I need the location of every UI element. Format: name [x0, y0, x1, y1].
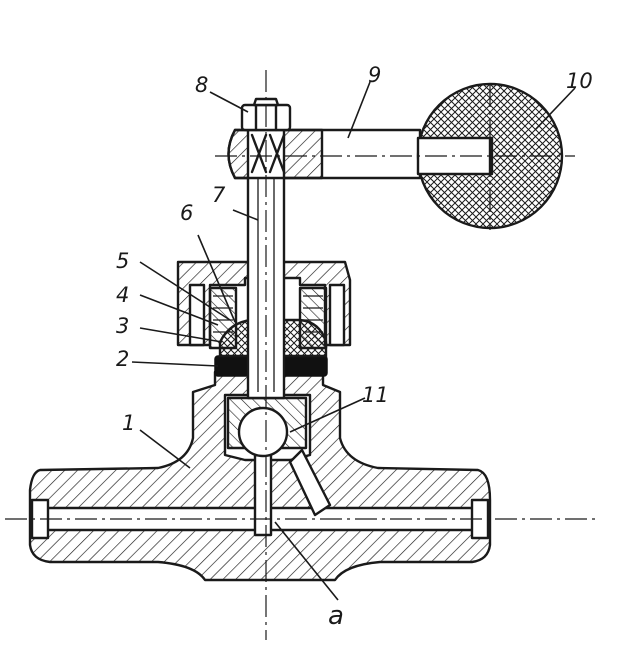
ball: [237, 406, 289, 458]
callout-5: 5: [116, 249, 129, 273]
callout-3: 3: [116, 314, 129, 338]
ball-seat: [226, 396, 308, 458]
callout-6: 6: [180, 201, 193, 225]
callout-10: 10: [566, 69, 593, 93]
leader-lines: [131, 81, 576, 601]
callout-7: 7: [212, 183, 226, 207]
callout-9: 9: [368, 63, 381, 87]
handle-bar: [227, 128, 422, 180]
callout-2: 2: [116, 347, 129, 371]
callout-11: 11: [362, 383, 389, 407]
center-axes: [5, 70, 600, 640]
callout-channel-a: a: [328, 601, 344, 631]
callout-labels: 1 2 3 4 5 6 7 8 9 10 11 a: [116, 63, 593, 631]
callout-8: 8: [195, 73, 208, 97]
callout-4: 4: [116, 283, 129, 307]
callout-1: 1: [122, 411, 135, 435]
gland-nut: [176, 260, 352, 350]
